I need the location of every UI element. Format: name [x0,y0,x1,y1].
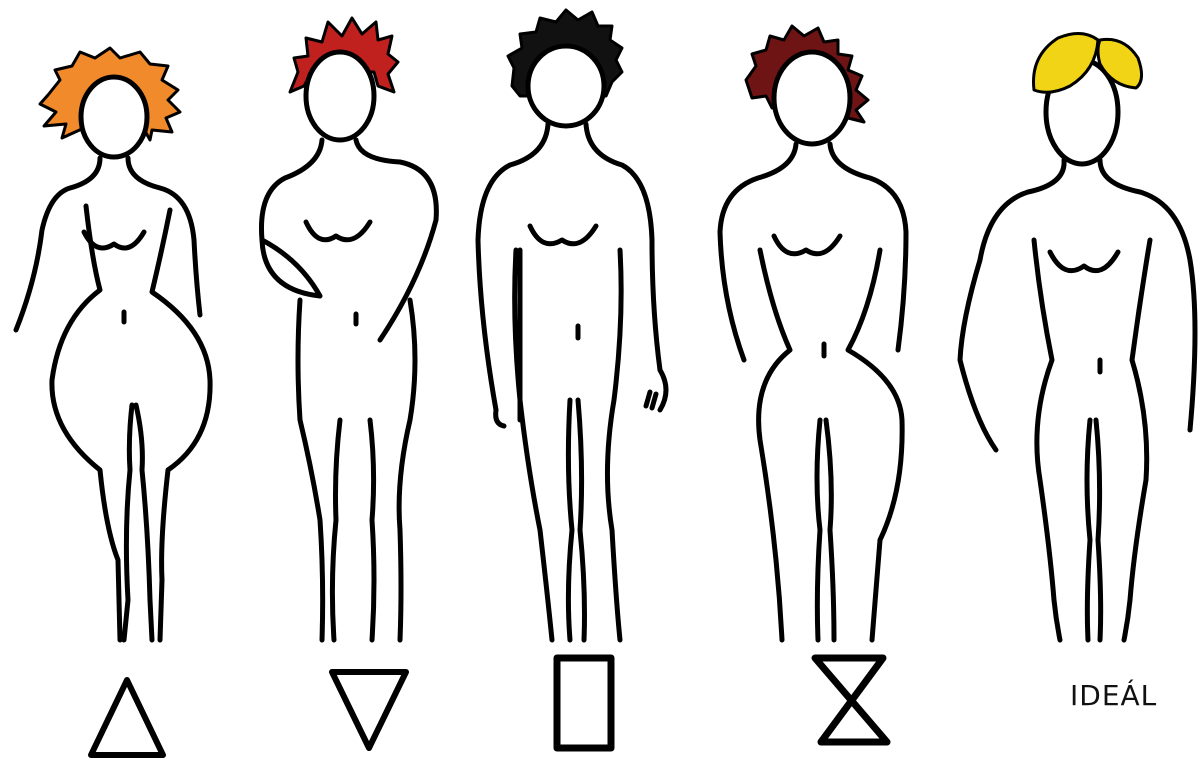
chest [306,222,370,240]
body-outline [16,158,210,640]
figure-inverted-triangle [261,18,436,640]
head [306,52,374,140]
ideal-label: IDEÁL [1070,678,1157,712]
rectangle-icon [557,658,611,748]
body-outline [478,124,660,640]
chest [774,236,840,254]
triangle-up-icon [91,680,163,755]
figure-ideal [960,33,1195,640]
figure-triangle [16,48,210,640]
head [528,46,604,126]
hourglass-icon [815,658,887,742]
head [81,77,147,157]
figure-hourglass [720,26,906,640]
head [774,52,850,144]
chest [530,226,596,244]
body-outline [960,160,1195,640]
figure-rectangle [478,10,666,640]
triangle-down-icon [332,672,406,748]
chest [1050,252,1118,271]
left-hand [496,410,504,426]
body-outline [261,140,436,640]
chest [84,232,144,248]
body-outline [720,144,906,640]
right-hand [646,370,666,410]
